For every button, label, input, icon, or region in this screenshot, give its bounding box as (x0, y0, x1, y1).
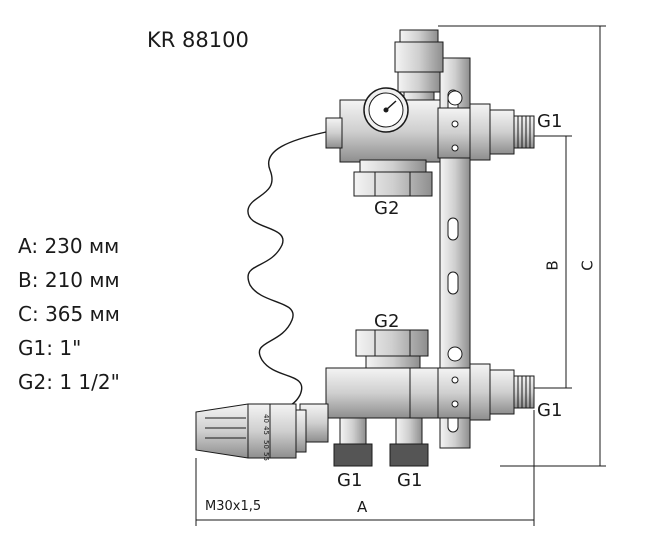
thermometer-gauge (363, 87, 409, 133)
port-label-bottom-mid: G1 (397, 470, 423, 491)
dimension-c (438, 25, 606, 467)
spec-b: B: 210 мм (18, 268, 120, 292)
bottom-outlets (333, 417, 429, 467)
dimension-label-a: A (357, 498, 368, 516)
dimension-label-b: B (543, 260, 562, 271)
spec-a: A: 230 мм (18, 234, 120, 258)
thread-label: M30x1,5 (205, 499, 262, 514)
scale-55: 55 (262, 452, 270, 461)
dimension-label-c: C (578, 260, 597, 271)
scale-50: 50 (262, 440, 270, 449)
bottom-valve-knob (447, 346, 463, 362)
capillary-tube (247, 131, 327, 416)
dimension-a (195, 410, 535, 526)
spec-c: C: 365 мм (18, 302, 120, 326)
spec-g1: G1: 1" (18, 336, 82, 360)
thermostat-scale: 40 45 50 55 (262, 414, 270, 461)
dimension-b (534, 135, 572, 389)
top-header (325, 99, 535, 163)
top-bottom-nut (353, 159, 433, 197)
port-label-top-right: G1 (537, 111, 563, 132)
spec-g2: G2: 1 1/2" (18, 370, 120, 394)
port-label-bottom-left: G1 (337, 470, 363, 491)
port-label-top-bottom: G2 (374, 198, 400, 219)
scale-45: 45 (262, 426, 270, 435)
top-valve-knob (447, 90, 463, 106)
port-label-bottom-right: G1 (537, 400, 563, 421)
model-title: KR 88100 (147, 28, 249, 52)
port-label-mid-top: G2 (374, 311, 400, 332)
thermostat-head (195, 403, 307, 459)
air-vent (394, 29, 444, 107)
scale-40: 40 (262, 414, 270, 423)
bottom-header (299, 363, 535, 443)
mid-nut (355, 329, 429, 371)
